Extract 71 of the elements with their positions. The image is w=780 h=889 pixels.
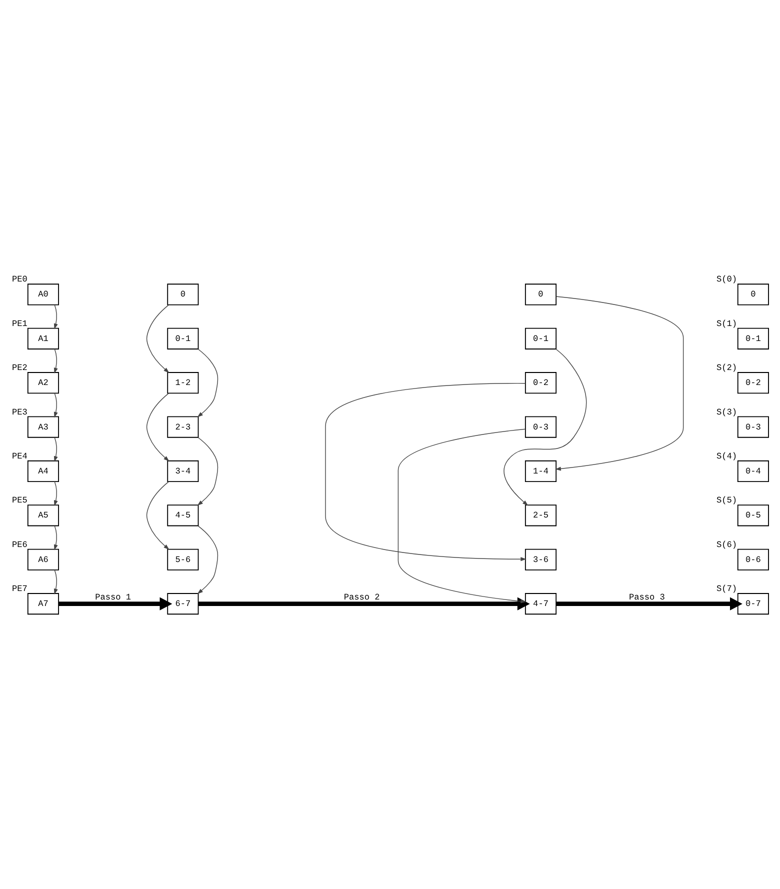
node-box: 5-6 [167, 548, 199, 570]
arrow [398, 428, 526, 604]
node-box: A7 [27, 593, 59, 615]
node-box: 0-7 [737, 593, 769, 615]
node-box: 0-4 [737, 460, 769, 482]
node-label: PE6 [12, 540, 28, 550]
node-box: 2-3 [167, 416, 199, 438]
arrow [58, 597, 172, 610]
node-label: PE2 [12, 363, 28, 374]
node-box: 2-5 [524, 504, 557, 526]
node-box: 0 [737, 284, 769, 306]
node-box: 0-5 [737, 504, 769, 526]
node-label: PE7 [12, 584, 28, 594]
arrow [197, 526, 218, 594]
arrow [54, 525, 58, 550]
node-label: PE3 [12, 407, 28, 418]
node-box: A6 [27, 548, 59, 570]
node-label: PE5 [12, 496, 28, 506]
arrow [146, 393, 170, 462]
node-box: 0-2 [524, 372, 557, 394]
node-label: S(5) [716, 496, 738, 506]
node-label: S(6) [716, 540, 738, 550]
node-box: 3-6 [524, 548, 557, 570]
node-box: 1-4 [524, 460, 557, 482]
node-box: 1-2 [167, 372, 199, 394]
node-label: S(3) [716, 407, 738, 418]
node-label: S(0) [716, 274, 738, 285]
arrow [197, 348, 218, 418]
node-box: 0 [524, 284, 557, 306]
arrow [54, 348, 58, 374]
node-label: PE0 [12, 274, 28, 285]
node-box: A4 [27, 460, 59, 482]
node-label: S(1) [716, 318, 738, 329]
node-box: 4-5 [167, 504, 199, 526]
node-box: 0-3 [737, 416, 769, 438]
arrow [54, 437, 58, 462]
node-label: S(2) [716, 363, 738, 374]
node-box: A0 [27, 284, 59, 306]
node-box: 3-4 [167, 460, 199, 482]
arrow [54, 392, 58, 418]
node-label: PE1 [12, 318, 28, 329]
node-box: 0-6 [737, 548, 769, 570]
arrow [146, 304, 170, 373]
arrow [198, 597, 530, 610]
node-box: 0-2 [737, 372, 769, 394]
node-box: 0-3 [524, 416, 557, 438]
node-box: A3 [27, 416, 59, 438]
node-box: A1 [27, 328, 59, 350]
arrow [325, 382, 526, 562]
node-label: PE4 [12, 451, 28, 462]
node-box: 0 [167, 284, 199, 306]
node-box: 6-7 [167, 593, 199, 615]
arrow [197, 437, 218, 506]
node-box: A2 [27, 372, 59, 394]
arrow [54, 304, 58, 330]
node-box: 4-7 [524, 593, 557, 615]
edge-label: Passo 3 [629, 592, 665, 602]
edge-label: Passo 1 [95, 592, 132, 602]
node-box: 0-1 [737, 328, 769, 350]
edge-label: Passo 2 [344, 592, 380, 602]
arrow [556, 597, 742, 610]
node-label: S(4) [716, 451, 738, 462]
node-box: A5 [27, 504, 59, 526]
node-label: S(7) [716, 584, 738, 594]
arrow [504, 348, 587, 506]
arrow [146, 481, 170, 550]
arrow [54, 570, 58, 594]
node-box: 0-1 [524, 328, 557, 350]
arrow [555, 296, 684, 471]
node-box: 0-1 [167, 328, 199, 350]
arrow [54, 481, 58, 506]
